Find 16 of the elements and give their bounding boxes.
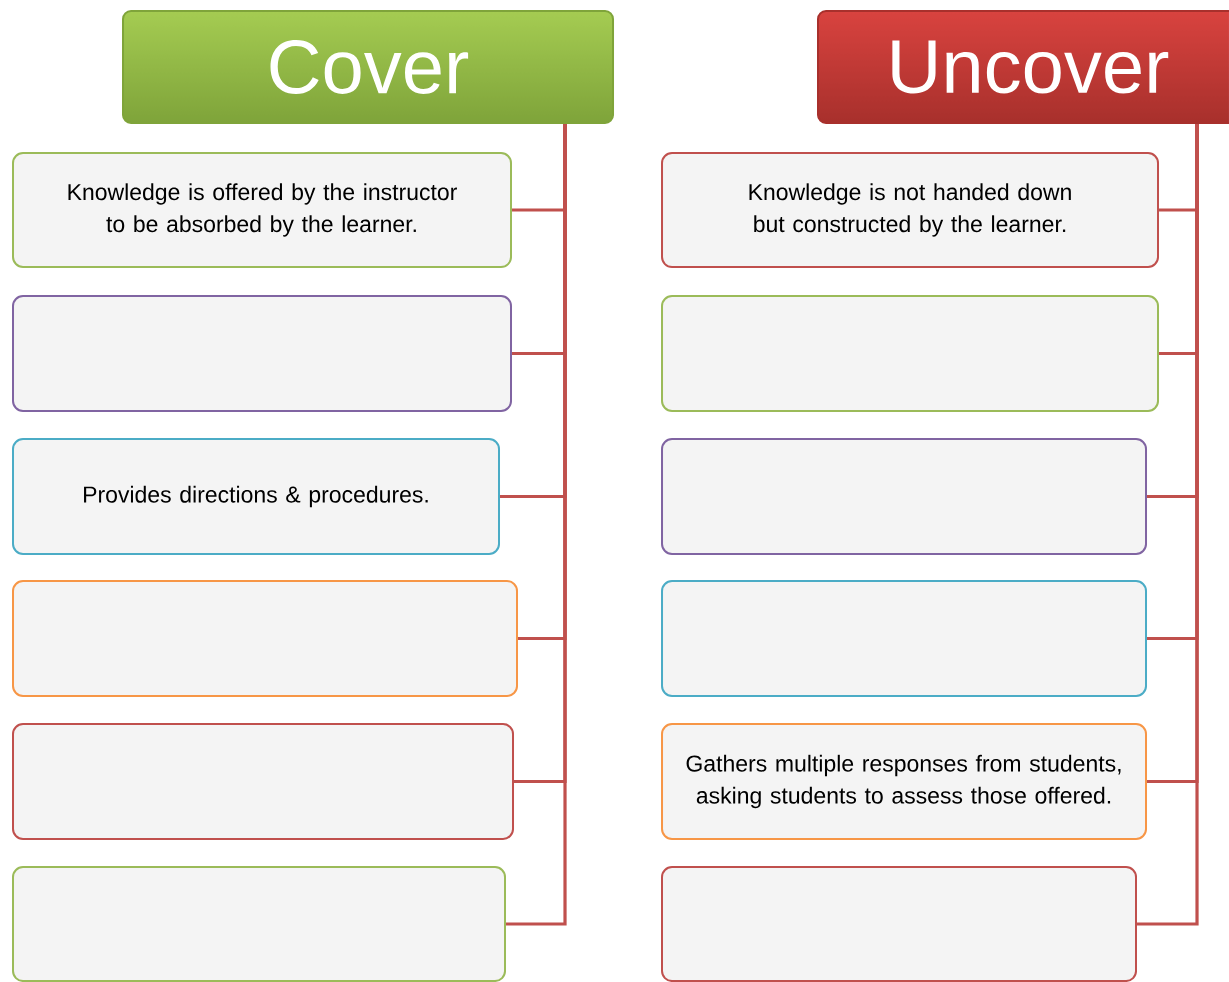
text-box: Provides directions & procedures.: [12, 438, 500, 555]
empty-box: [661, 580, 1147, 697]
text-box: Gathers multiple responses from students, asking students to assess those offered.: [661, 723, 1147, 840]
text-box: Knowledge is offered by the instructor to be absorbed by the learner.: [12, 152, 512, 268]
empty-box: [12, 723, 514, 840]
empty-box: [661, 438, 1147, 555]
empty-box: [12, 295, 512, 412]
empty-box: [12, 580, 518, 697]
connector-line: [506, 124, 567, 926]
empty-box: [661, 295, 1159, 412]
header-box: Uncover: [817, 10, 1229, 124]
empty-box: [661, 866, 1137, 982]
text-box: Knowledge is not handed down but constructed by the learner.: [661, 152, 1159, 268]
header-box: Cover: [122, 10, 614, 124]
empty-box: [12, 866, 506, 982]
connector-line: [1137, 124, 1199, 926]
